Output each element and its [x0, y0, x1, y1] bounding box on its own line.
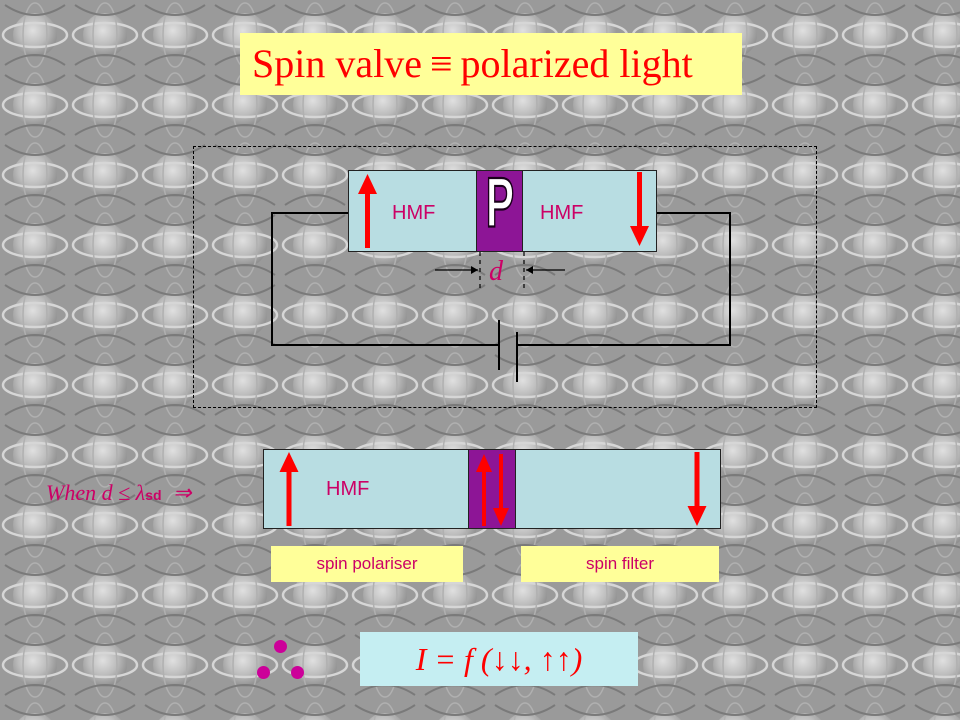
current-formula: I = f (↓↓, ↑↑) — [360, 632, 638, 686]
hmf-label-left: HMF — [392, 202, 436, 224]
gap-label: d — [489, 256, 503, 287]
title-left: Spin valve — [252, 41, 422, 86]
circuit-frame — [193, 146, 817, 408]
hmf-layer-right — [522, 170, 657, 252]
condition-prefix: When d ≤ λ — [46, 480, 146, 505]
spin-filter-caption: spin filter — [521, 546, 719, 582]
battery-plate-long — [498, 320, 500, 370]
svg-text:P: P — [486, 170, 514, 242]
title-right: polarized light — [460, 41, 693, 86]
spacer-layer — [476, 170, 524, 252]
slide-title: Spin valve≡polarized light — [240, 33, 742, 95]
condition-subscript: sd — [145, 487, 162, 503]
spacer-letter: P — [485, 170, 515, 243]
condition-text: When d ≤ λsd ⇒ — [46, 480, 191, 506]
therefore-dot-right — [291, 666, 304, 679]
device-hmf-label: HMF — [326, 478, 370, 500]
down-arrow-icon — [687, 452, 707, 526]
wire-left-vertical — [271, 212, 273, 346]
therefore-dot-left — [257, 666, 270, 679]
up-arrow-icon — [279, 452, 299, 526]
polariser-layer — [263, 449, 470, 529]
wire-left-top — [271, 212, 350, 214]
up-arrow-icon — [358, 174, 377, 248]
gap-dimension-markers — [435, 252, 565, 292]
therefore-dot-top — [274, 640, 287, 653]
wire-right-vertical — [729, 212, 731, 346]
wire-bottom-left — [271, 344, 500, 346]
up-down-arrows-icon — [476, 454, 509, 526]
implies-symbol: ⇒ — [173, 480, 192, 505]
battery-plate-short — [516, 332, 518, 382]
filter-layer — [515, 449, 721, 529]
wire-bottom-right — [516, 344, 731, 346]
down-arrow-icon — [630, 172, 649, 246]
wire-right-top — [656, 212, 731, 214]
spin-polariser-caption: spin polariser — [271, 546, 463, 582]
hmf-label-right: HMF — [540, 202, 584, 224]
therefore-icon — [255, 638, 307, 684]
equivalence-symbol: ≡ — [429, 41, 453, 86]
